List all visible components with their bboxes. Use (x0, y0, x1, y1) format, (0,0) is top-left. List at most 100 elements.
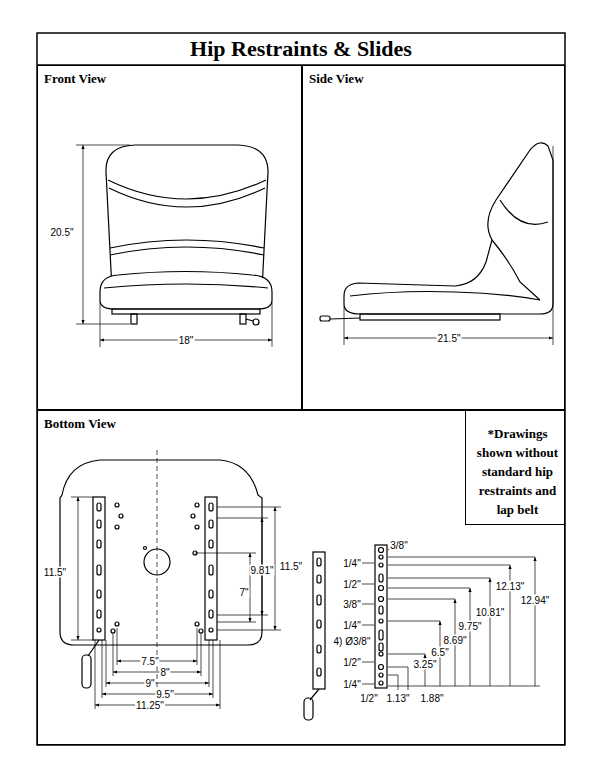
panel-heading: Bottom View (44, 416, 116, 432)
bottom-dimensions (71, 640, 93, 641)
bottom-seat (119, 514, 123, 518)
dimension-label: 12.94" (520, 595, 551, 606)
dimension-label: 11.25" (135, 700, 165, 711)
slide-rail (313, 552, 325, 689)
bottom-seat (144, 549, 170, 575)
note-text: *Drawings shown without standard hip res… (477, 424, 559, 519)
slide-rail (317, 645, 321, 653)
side-dimensions (344, 146, 553, 345)
slide-rail (317, 668, 321, 676)
side-dimensions (553, 146, 554, 345)
bottom-seat (157, 450, 158, 690)
front-seat (100, 145, 272, 325)
front-seat (106, 145, 268, 290)
rail-dimensions (490, 578, 491, 686)
dimension-label: 10.81" (475, 607, 506, 618)
bottom-dimensions (71, 497, 281, 709)
rail-dimensions (362, 604, 374, 605)
bottom-dimensions (201, 633, 202, 676)
side-seat (320, 316, 330, 321)
front-seat (104, 284, 268, 288)
front-dimensions (76, 145, 272, 347)
bottom-seat (191, 514, 195, 518)
bottom-seat (209, 610, 213, 618)
slide-rail (379, 555, 383, 559)
slide-rail (304, 545, 387, 720)
front-seat (112, 309, 260, 314)
panel-heading: Front View (44, 71, 106, 87)
slide-rail (379, 665, 384, 670)
rail-dimensions (362, 584, 374, 585)
dimension-label: 7" (238, 587, 249, 598)
front-seat (253, 319, 259, 325)
dimension-label: 1/4" (342, 620, 361, 631)
side-seat (330, 318, 360, 319)
bottom-seat (195, 503, 199, 507)
dimension-label: 20.5" (49, 227, 74, 238)
bottom-dimensions (117, 628, 118, 665)
bottom-dimensions (217, 630, 281, 631)
rail-dimensions (388, 578, 490, 579)
rail-dimensions (408, 667, 409, 690)
dimension-label: 8" (159, 667, 170, 678)
front-seat (240, 314, 246, 324)
slide-rail (379, 652, 383, 656)
bottom-seat (97, 628, 101, 632)
dimension-label: 8.69" (442, 635, 467, 646)
dimension-label: 12.13" (495, 581, 526, 592)
bottom-seat (97, 610, 101, 618)
dimension-label: 1.13" (385, 693, 410, 704)
bottom-dimensions (71, 497, 93, 498)
rail-dimensions (388, 667, 408, 668)
bottom-seat (209, 520, 213, 528)
bottom-dimensions (217, 518, 268, 519)
view-panel: Side View (302, 65, 565, 410)
bottom-seat (82, 655, 91, 688)
bottom-seat (93, 497, 105, 640)
slide-rail (379, 597, 384, 602)
bottom-dimensions (102, 640, 103, 698)
dimension-label: 18" (178, 335, 195, 346)
bottom-seat (97, 540, 101, 548)
bottom-seat (209, 628, 213, 632)
rail-dimensions (362, 547, 540, 690)
bottom-seat (97, 565, 101, 575)
slide-rail (379, 586, 384, 591)
side-seat (320, 143, 553, 321)
bottom-seat (209, 590, 213, 598)
bottom-dimensions (217, 507, 281, 508)
rail-dimensions (362, 684, 374, 685)
view-panel: Front View (37, 65, 302, 410)
bottom-seat (205, 497, 217, 640)
front-seat (131, 314, 137, 324)
bottom-dimensions (197, 628, 198, 665)
page-frame (37, 33, 565, 745)
rail-dimensions (388, 565, 510, 566)
front-dimensions (76, 145, 130, 146)
dimension-label: 9.81" (249, 565, 274, 576)
side-seat (350, 292, 540, 301)
bottom-dimensions (213, 640, 214, 698)
bottom-dimensions (195, 553, 256, 554)
bottom-seat (209, 565, 213, 575)
rail-dimensions (388, 621, 440, 622)
dimension-label: 4) Ø3/8" (333, 636, 372, 647)
bottom-dimensions (113, 633, 114, 676)
panel-heading: Side View (309, 71, 364, 87)
rail-dimensions (388, 686, 540, 687)
page-frame (37, 33, 565, 745)
side-seat (492, 240, 540, 300)
bottom-dimensions (78, 497, 79, 640)
bottom-seat (195, 622, 199, 626)
bottom-seat (97, 590, 101, 598)
rail-dimensions (388, 557, 535, 558)
side-dimensions (344, 306, 345, 345)
slide-rail (379, 630, 383, 640)
front-seat (110, 247, 264, 255)
bottom-seat (195, 525, 199, 529)
dimension-label: 21.5" (436, 333, 461, 344)
bottom-dimensions (113, 672, 201, 673)
dimension-label: 1/4" (342, 679, 361, 690)
dimension-label: 9.75" (457, 621, 482, 632)
